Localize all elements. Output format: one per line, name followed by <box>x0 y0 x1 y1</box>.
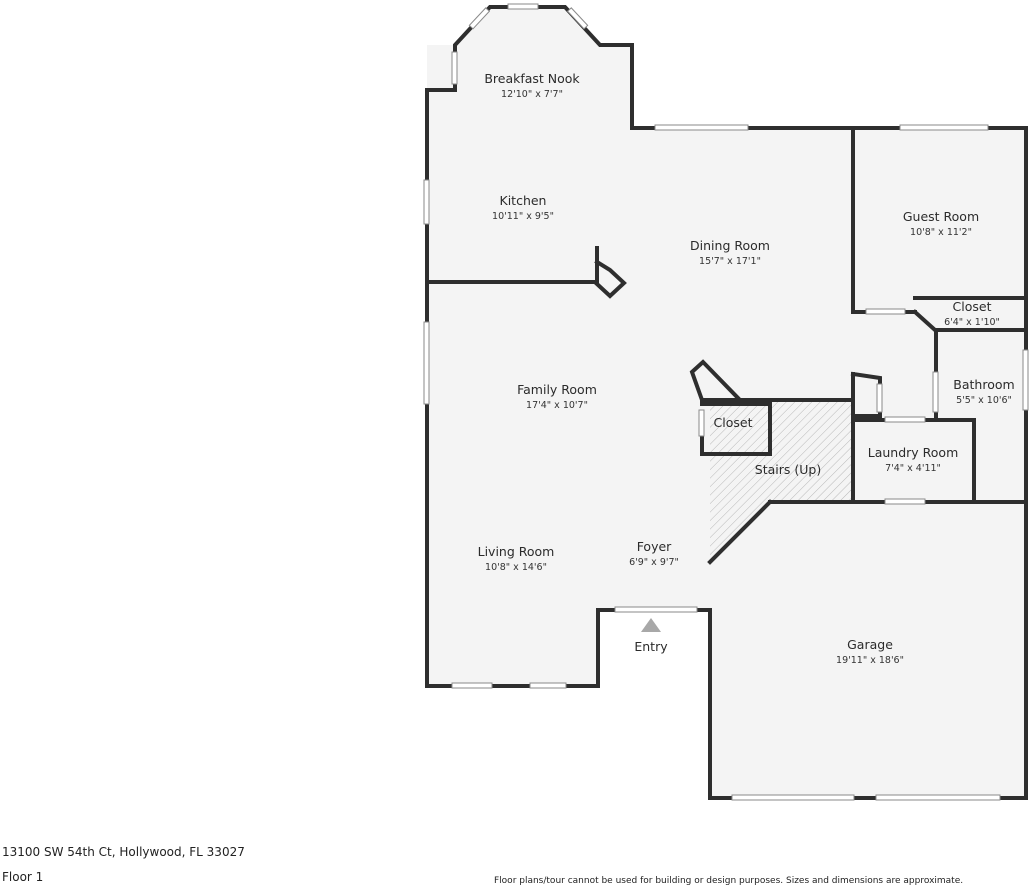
window-living-2 <box>529 682 567 689</box>
wall-west <box>425 88 617 688</box>
window-living-1 <box>451 682 493 689</box>
room-name-closet-upper: Closet <box>953 299 992 314</box>
room-dims-dining-room: 15'7" x 17'1" <box>699 256 761 267</box>
wall-angled-pillar-bottom <box>689 359 741 403</box>
room-name-stairs: Stairs (Up) <box>755 462 821 477</box>
room-name-living-room: Living Room <box>478 544 555 559</box>
window-garage-bottom-1 <box>731 794 855 801</box>
room-dims-family-room: 17'4" x 10'7" <box>526 400 588 411</box>
main-floor <box>427 7 1026 686</box>
wall-angled-pillar-top <box>594 259 627 299</box>
room-dims-garage: 19'11" x 18'6" <box>836 655 904 666</box>
room-name-breakfast-nook: Breakfast Nook <box>484 71 580 86</box>
entry-arrow-icon <box>641 618 661 632</box>
window-kitchen <box>423 179 430 225</box>
room-name-foyer: Foyer <box>637 539 672 554</box>
room-name-closet-lower: Closet <box>714 415 753 430</box>
property-address: 13100 SW 54th Ct, Hollywood, FL 33027 <box>2 845 245 859</box>
wall-closet-lower <box>700 402 772 456</box>
room-labels: Breakfast Nook 12'10" x 7'7" Kitchen 10'… <box>478 71 1015 666</box>
window-family <box>423 321 430 405</box>
room-name-dining-room: Dining Room <box>690 238 770 253</box>
window-nook-left <box>468 7 491 30</box>
room-name-laundry-room: Laundry Room <box>868 445 959 460</box>
floor-fill <box>427 7 1026 798</box>
garage-floor <box>710 502 1026 798</box>
room-dims-closet-upper: 6'4" x 1'10" <box>944 317 1000 328</box>
windows <box>423 3 1029 801</box>
room-name-guest-room: Guest Room <box>903 209 979 224</box>
window-bath-east <box>1022 349 1029 411</box>
room-dims-laundry-room: 7'4" x 4'11" <box>885 463 941 474</box>
wall-garage-angle <box>707 499 773 565</box>
room-dims-foyer: 6'9" x 9'7" <box>629 557 679 568</box>
room-dims-living-room: 10'8" x 14'6" <box>485 562 547 573</box>
window-garage-bottom-2 <box>875 794 1001 801</box>
room-name-garage: Garage <box>847 637 893 652</box>
window-nook-side <box>451 51 458 85</box>
room-dims-breakfast-nook: 12'10" x 7'7" <box>501 89 563 100</box>
room-name-family-room: Family Room <box>517 382 597 397</box>
window-dining-north <box>654 124 749 131</box>
room-dims-bathroom: 5'5" x 10'6" <box>956 395 1012 406</box>
window-guest-north <box>899 124 989 131</box>
room-dims-guest-room: 10'8" x 11'2" <box>910 227 972 238</box>
window-garage-door <box>884 498 926 505</box>
window-entry <box>614 606 698 613</box>
window-nook-right <box>566 7 589 30</box>
room-name-bathroom: Bathroom <box>953 377 1014 392</box>
floor-label: Floor 1 <box>2 870 44 884</box>
window-closet-door <box>698 409 705 437</box>
room-name-kitchen: Kitchen <box>500 193 547 208</box>
window-guest-door <box>865 308 906 315</box>
disclaimer-text: Floor plans/tour cannot be used for buil… <box>494 876 964 886</box>
room-name-entry: Entry <box>634 639 668 654</box>
wall-guest-west <box>851 126 868 314</box>
window-bath <box>932 371 939 413</box>
window-nook-top <box>507 3 539 10</box>
window-hall-closet <box>876 383 883 413</box>
window-laundry-door <box>884 416 926 423</box>
room-dims-kitchen: 10'11" x 9'5" <box>492 211 554 222</box>
walls <box>425 5 1028 800</box>
stairs-area <box>710 400 852 560</box>
wall-foyer-east <box>695 126 1028 800</box>
